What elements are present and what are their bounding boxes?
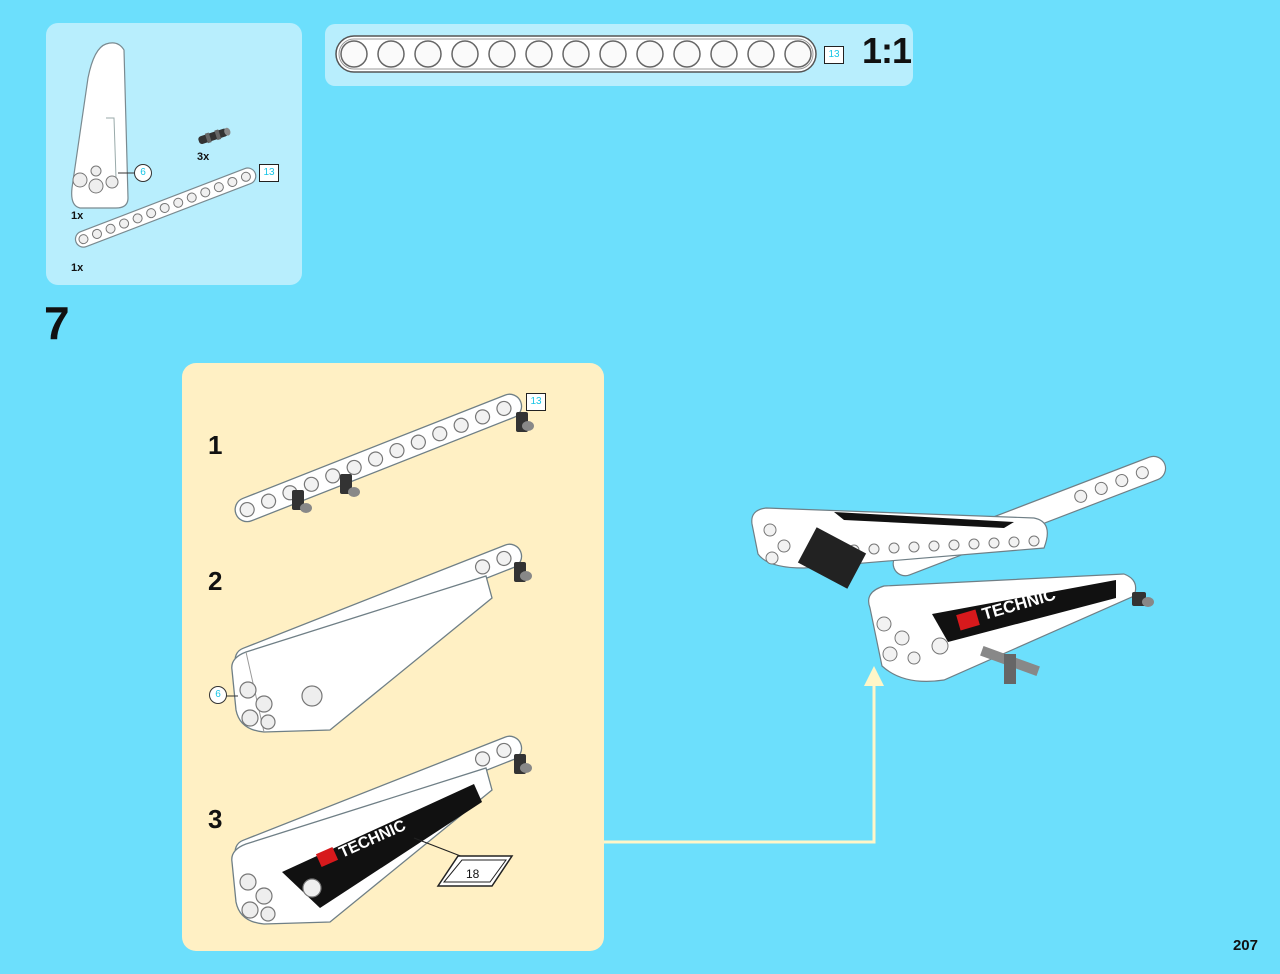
- technic-sticker: [282, 784, 482, 908]
- substep-2-panel-on-beam: [220, 543, 532, 733]
- result-technic-sticker: [932, 580, 1116, 642]
- substep-3-panel-with-sticker: TECHNIC: [231, 735, 532, 925]
- quantity-beam: 1x: [71, 262, 84, 274]
- pin-connector-icon: [198, 127, 231, 144]
- substep-3-number: 3: [208, 804, 223, 834]
- substep-1-length-tag: 13: [526, 393, 546, 411]
- sticker-number-callout: 18: [436, 855, 514, 887]
- quantity-panel: 1x: [71, 210, 84, 222]
- scale-length-tag: 13: [824, 46, 844, 64]
- substep-2-length-tag: 6: [209, 686, 227, 704]
- pin-icon: [292, 412, 534, 513]
- beam-13-scale-icon: [335, 35, 817, 73]
- main-step-number: 7: [44, 297, 70, 349]
- assembly-arrow: [604, 666, 884, 844]
- scale-label: 1:1: [862, 30, 912, 71]
- lego-logo-icon: [315, 846, 339, 868]
- length-tag-panel: 6: [134, 164, 152, 182]
- page-number: 207: [1232, 937, 1258, 954]
- result-lego-logo-icon: [956, 609, 980, 631]
- substep-1-number: 1: [208, 430, 223, 460]
- substep-1-beam-with-pins: [234, 393, 534, 523]
- beam-13-icon: [74, 167, 257, 248]
- length-tag-beam: 13: [259, 164, 279, 182]
- result-model-illustration: TECHNIC: [751, 455, 1167, 684]
- sticker-number: 18: [466, 867, 480, 881]
- substep-2-number: 2: [208, 566, 223, 596]
- quantity-pin: 3x: [197, 151, 210, 163]
- panel-fairing-icon: [71, 42, 136, 209]
